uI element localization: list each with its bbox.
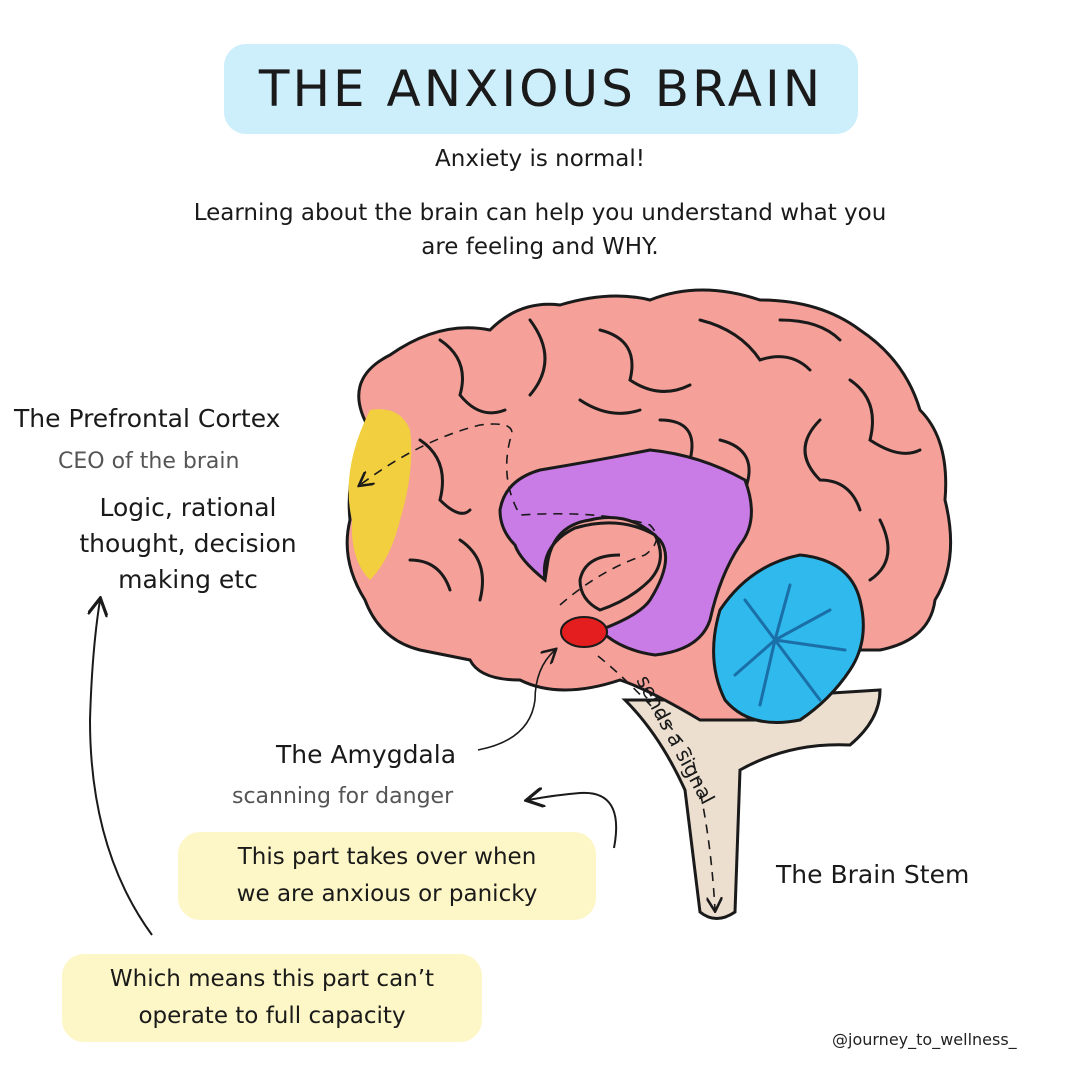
prefrontal-region [348, 409, 412, 580]
cerebellum-branches [733, 583, 847, 707]
prefrontal-description: Logic, rational thought, decision making… [58, 490, 318, 598]
amygdala [560, 616, 608, 648]
prefrontal-desc-line-1: Logic, rational [99, 493, 277, 522]
prefrontal-name: The Prefrontal Cortex [14, 404, 281, 433]
amygdala-note: This part takes over when we are anxious… [178, 832, 596, 920]
brain-stem [621, 688, 882, 920]
title-banner: THE ANXIOUS BRAIN [224, 44, 858, 134]
author-credit: @journey_to_wellness_ [832, 1030, 1017, 1049]
brainstem-name: The Brain Stem [776, 860, 970, 889]
amygdala-subtitle: scanning for danger [232, 784, 454, 809]
prefrontal-subtitle: CEO of the brain [58, 449, 240, 474]
cortex-folds [408, 318, 922, 602]
prefrontal-desc-line-3: making etc [118, 565, 258, 594]
note-to-amygdala-arrow [528, 793, 618, 849]
page-title: THE ANXIOUS BRAIN [258, 60, 824, 118]
prefrontal-note-line-2: operate to full capacity [138, 1003, 406, 1029]
amygdala-pointer-arrow [477, 650, 555, 751]
amygdala-note-line-2: we are anxious or panicky [236, 881, 538, 907]
amygdala-name: The Amygdala [276, 740, 457, 769]
intro-text: Learning about the brain can help you un… [0, 196, 1080, 264]
prefrontal-note: Which means this part can’t operate to f… [62, 954, 482, 1042]
intro-line-2: Learning about the brain can help you un… [193, 200, 887, 226]
intro-line-3: are feeling and WHY. [421, 234, 659, 260]
note-to-prefrontal-arrow [90, 600, 153, 936]
corpus-callosum [542, 521, 662, 612]
signal-down-stem-arrow [597, 655, 715, 910]
intro-line-1: Anxiety is normal! [435, 146, 645, 172]
amygdala-note-line-1: This part takes over when [237, 844, 537, 870]
prefrontal-note-line-1: Which means this part can’t [109, 966, 435, 992]
signal-to-prefrontal-arrow [360, 423, 658, 606]
prefrontal-desc-line-2: thought, decision [79, 529, 297, 558]
cerebellum [712, 553, 865, 724]
